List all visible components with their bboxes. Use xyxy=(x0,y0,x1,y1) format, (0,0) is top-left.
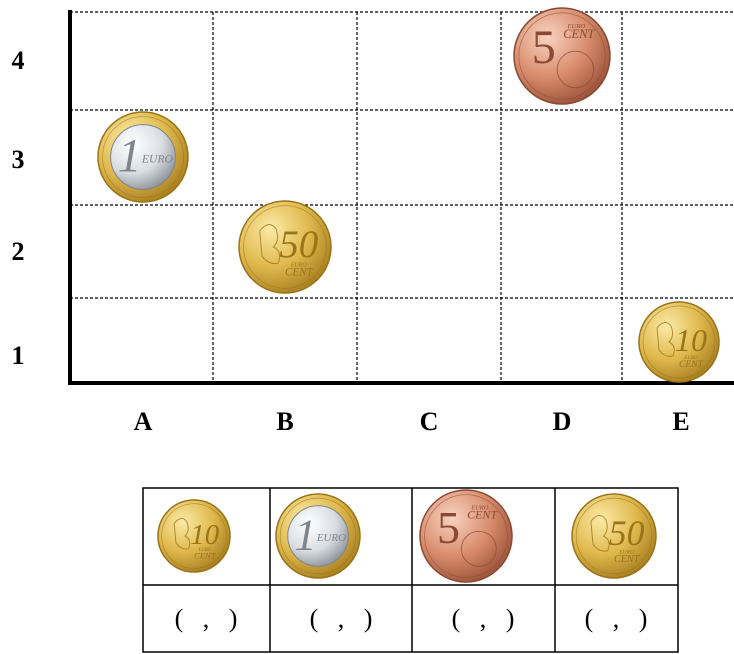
column-label-d: D xyxy=(553,407,572,436)
column-label-a: A xyxy=(134,407,153,436)
coin-value: 50 xyxy=(609,513,645,553)
coin-text: CENT xyxy=(194,550,217,560)
row-label-4: 4 xyxy=(12,46,25,75)
row-label-3: 3 xyxy=(12,145,25,174)
coin-value: 10 xyxy=(190,519,219,551)
coin-small-text: EURO xyxy=(290,262,308,268)
column-label-e: E xyxy=(672,407,689,436)
answer-table-border xyxy=(142,487,679,653)
coin-text: CENT xyxy=(614,554,641,565)
coin-value: 5 xyxy=(532,21,556,74)
coin-map xyxy=(173,517,191,550)
row-labels: 4 3 2 1 xyxy=(12,46,25,370)
coin-small-text: EURO xyxy=(470,504,489,511)
row-label-2: 2 xyxy=(12,237,25,266)
answer-table-cells: ( , ) ( , ) ( , ) ( , ) xyxy=(175,604,648,633)
coin-text: CENT xyxy=(679,359,704,370)
coin-small-text: EURO xyxy=(198,548,212,553)
column-labels: A B C D E xyxy=(134,407,690,436)
coin-value: 1 xyxy=(118,130,142,182)
answer-cell-1[interactable]: ( , ) xyxy=(175,604,238,633)
column-label-b: B xyxy=(276,407,293,436)
coin-text: CENT xyxy=(467,508,498,522)
coin-small-text: EURO xyxy=(618,550,634,556)
coin-map xyxy=(590,515,610,552)
answer-cell-2[interactable]: ( , ) xyxy=(310,604,373,633)
answer-cell-3[interactable]: ( , ) xyxy=(452,604,515,633)
coin-small-text: EURO xyxy=(566,23,585,30)
coin-map xyxy=(259,224,281,265)
coin-text: CENT xyxy=(285,267,313,279)
coin-text: EURO xyxy=(316,532,346,544)
coin-value: 10 xyxy=(675,322,707,358)
coin-value: 50 xyxy=(279,223,319,266)
coordinate-grid xyxy=(68,10,734,385)
grid-dashed-lines xyxy=(70,11,734,383)
coin-value: 1 xyxy=(294,510,316,559)
coin-text: EURO xyxy=(141,152,174,165)
coin-text: CENT xyxy=(563,27,595,41)
answer-cell-4[interactable]: ( , ) xyxy=(585,604,648,633)
coin-value: 5 xyxy=(437,502,460,553)
coin-small-text: EURO xyxy=(683,355,698,361)
coin-map xyxy=(656,322,675,357)
column-label-c: C xyxy=(420,407,439,436)
row-label-1: 1 xyxy=(12,341,25,370)
